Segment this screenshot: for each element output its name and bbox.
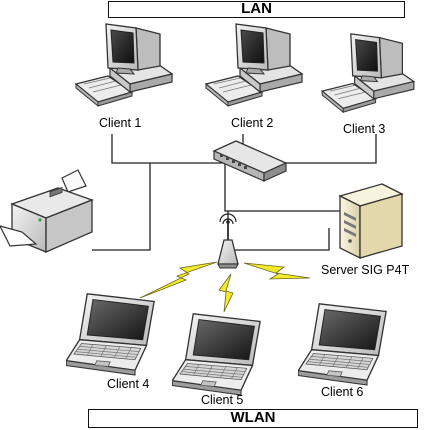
lan-banner: LAN <box>108 1 405 18</box>
printer-cable <box>92 163 151 251</box>
client1-label: Client 1 <box>99 116 142 130</box>
client6-label: Client 6 <box>321 385 364 399</box>
client5-label: Client 5 <box>201 393 244 407</box>
client3-label: Client 3 <box>343 122 386 136</box>
client1-desktop-icon <box>75 23 173 107</box>
client5-laptop-icon <box>172 313 261 396</box>
client2-desktop-icon <box>205 23 303 107</box>
client6-laptop-icon <box>298 303 387 386</box>
wlan-banner: WLAN <box>88 409 418 428</box>
network-switch-icon <box>212 140 288 182</box>
access-point-cable <box>227 211 330 251</box>
server-icon <box>338 183 404 260</box>
server-cable <box>224 163 343 212</box>
wireless-access-point-icon <box>217 213 239 269</box>
wireless-signal-icon <box>139 261 311 313</box>
server-label: Server SIG P4T <box>321 263 410 277</box>
client4-label: Client 4 <box>107 377 150 391</box>
printer-icon <box>0 169 94 253</box>
client3-desktop-icon <box>321 33 415 113</box>
client4-laptop-icon <box>66 293 155 376</box>
client2-label: Client 2 <box>231 116 274 130</box>
